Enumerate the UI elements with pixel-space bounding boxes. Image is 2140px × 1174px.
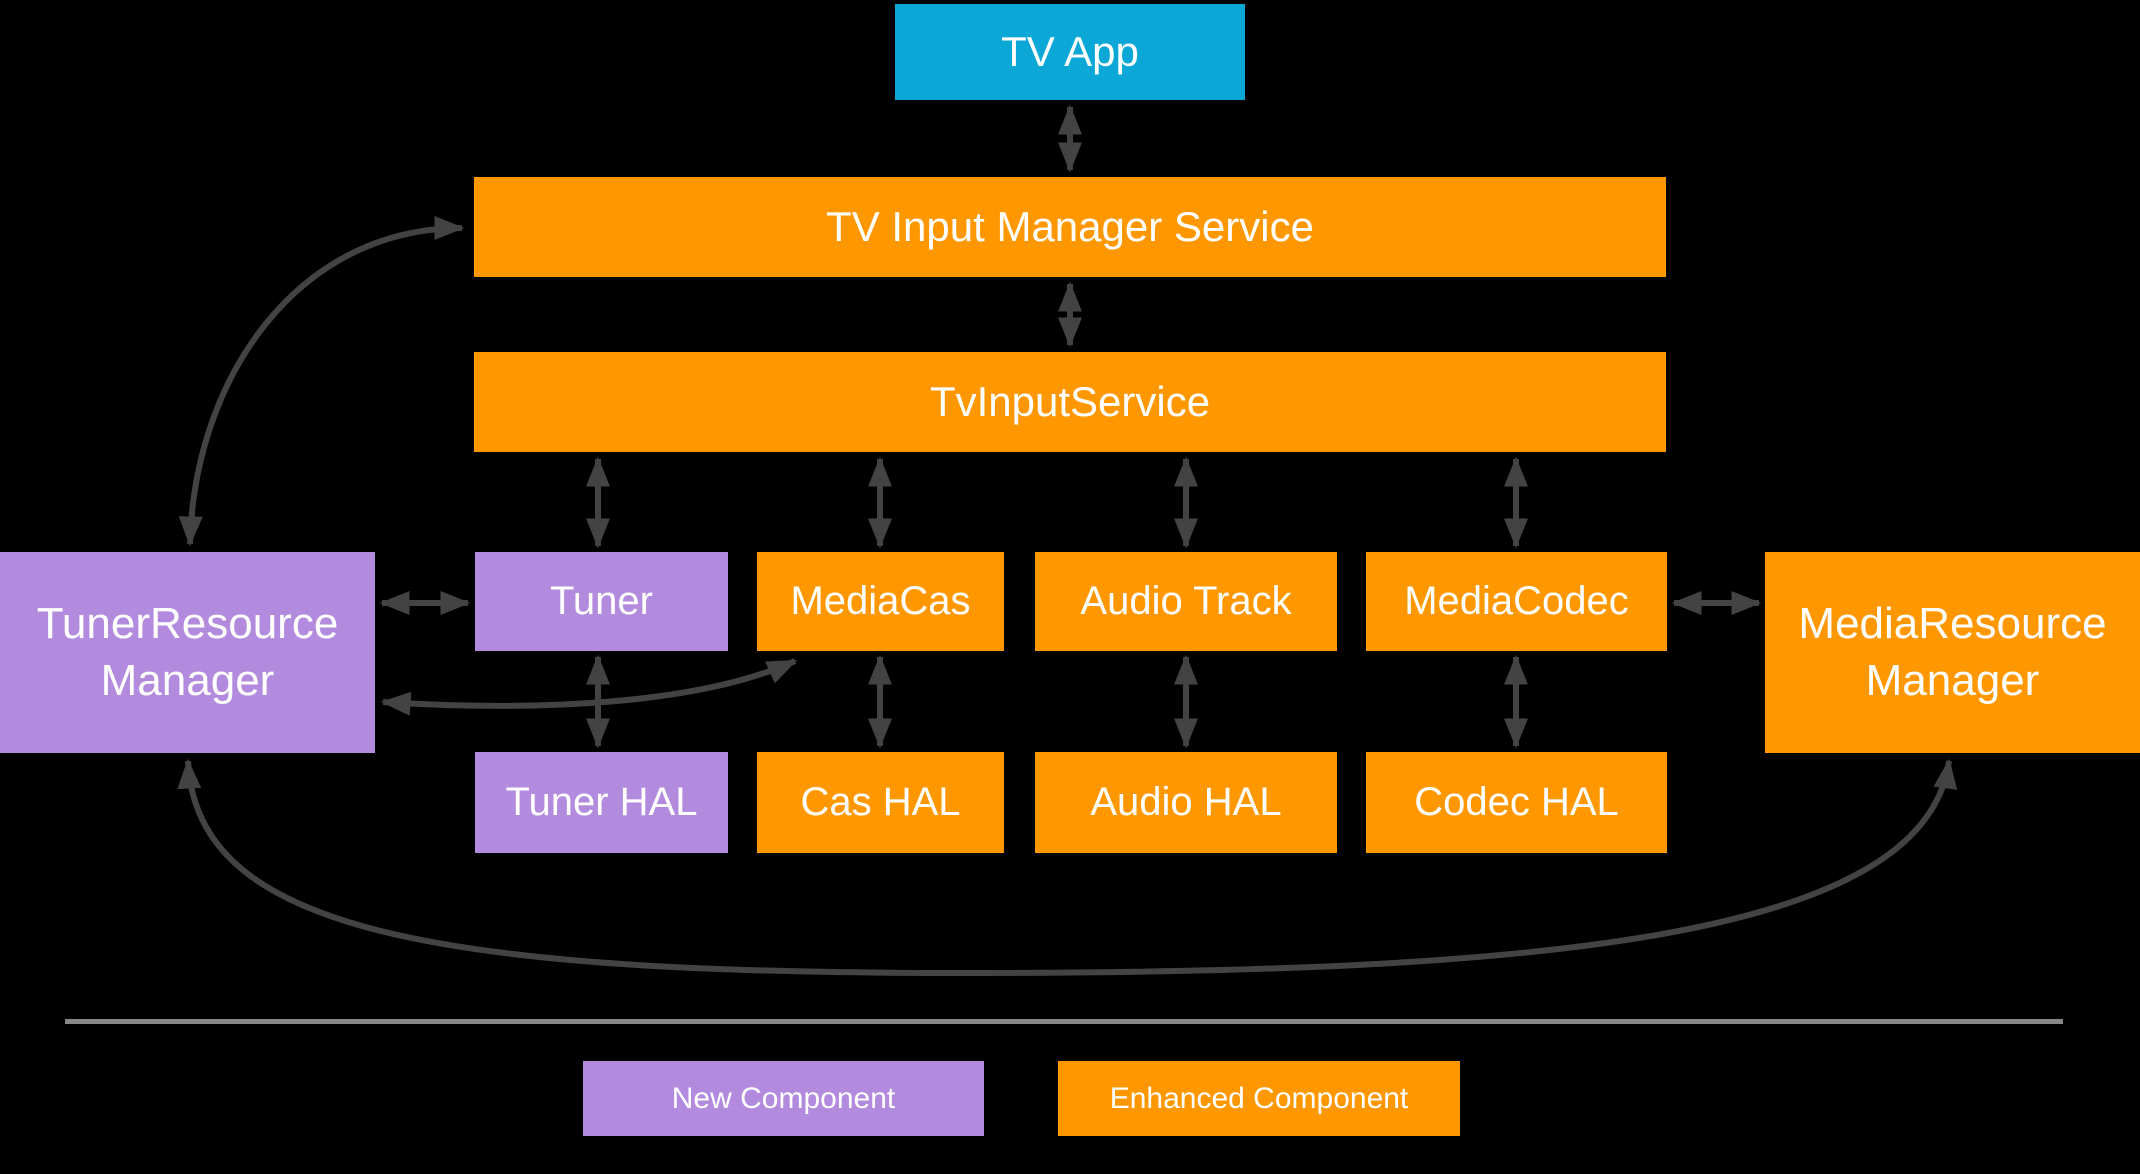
legend-new-component: New Component	[583, 1061, 984, 1136]
node-tv-app-label: TV App	[1001, 28, 1139, 76]
arrow-trm-mrm-curve	[177, 758, 1958, 977]
node-tuner-resource-manager: TunerResource Manager	[0, 552, 375, 753]
node-tuner-hal: Tuner HAL	[475, 752, 728, 853]
node-audio-hal-label: Audio HAL	[1090, 779, 1282, 824]
node-mediacas-label: MediaCas	[790, 578, 971, 623]
node-audiotrack-label: Audio Track	[1080, 578, 1292, 623]
node-audio-track: Audio Track	[1035, 552, 1337, 651]
node-tuner-label: Tuner	[549, 578, 653, 623]
node-mediacodec-label: MediaCodec	[1404, 578, 1629, 623]
legend-divider	[65, 1019, 2063, 1024]
node-codec-hal: Codec HAL	[1366, 752, 1667, 853]
legend-enhanced-component-label: Enhanced Component	[1109, 1081, 1409, 1115]
node-audio-hal: Audio HAL	[1035, 752, 1337, 853]
node-media-resource-manager: MediaResource Manager	[1765, 552, 2140, 753]
node-cas-hal: Cas HAL	[757, 752, 1004, 853]
node-tvinputservice: TvInputService	[474, 352, 1666, 452]
node-mediacas: MediaCas	[757, 552, 1004, 651]
node-tv-app: TV App	[895, 4, 1245, 100]
legend-new-component-label: New Component	[671, 1081, 896, 1115]
node-cas-hal-label: Cas HAL	[800, 779, 961, 824]
node-tuner-hal-label: Tuner HAL	[505, 779, 698, 824]
arrow-trm-mediacas-curve	[380, 658, 798, 716]
legend-enhanced-component: Enhanced Component	[1058, 1061, 1460, 1136]
node-codec-hal-label: Codec HAL	[1414, 779, 1619, 824]
node-tv-input-manager-service: TV Input Manager Service	[474, 177, 1666, 277]
node-tims-label: TV Input Manager Service	[826, 203, 1314, 251]
node-trm-label: TunerResource Manager	[36, 599, 339, 705]
node-tuner: Tuner	[475, 552, 728, 651]
node-tvinputservice-label: TvInputService	[929, 378, 1211, 426]
arrow-trm-tims-curve	[178, 216, 465, 547]
node-mediacodec: MediaCodec	[1366, 552, 1667, 651]
node-mrm-label: MediaResource Manager	[1798, 599, 2107, 705]
